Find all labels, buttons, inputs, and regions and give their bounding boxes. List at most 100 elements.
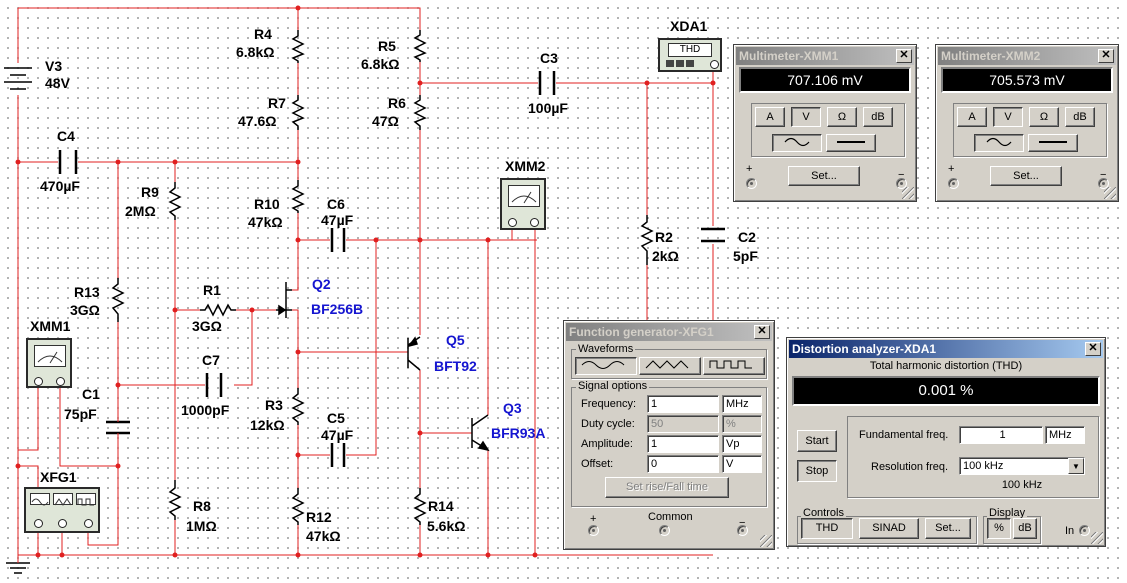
xfg1-minus-terminal[interactable] (84, 519, 93, 528)
fg-triangle-button[interactable] (639, 357, 701, 375)
fg-duty-cycle-input[interactable]: 50 (647, 415, 719, 433)
distortion-analyzer-icon[interactable]: THD (658, 38, 722, 72)
xmm1-ammeter-button[interactable]: A (755, 107, 785, 127)
xmm1-plus-terminal[interactable] (34, 377, 43, 386)
fg-offset-unit[interactable]: V (722, 455, 762, 473)
resize-grip-icon[interactable] (902, 187, 914, 199)
da-in-label: In (1065, 525, 1075, 537)
da-resolution-value: 100 kHz (963, 460, 1004, 472)
da-db-button[interactable]: dB (1013, 518, 1037, 539)
xfg1-common-terminal[interactable] (58, 519, 67, 528)
fg-amplitude-input[interactable]: 1 (647, 435, 719, 453)
xmm2-voltmeter-button[interactable]: V (993, 107, 1023, 127)
xmm1-db-button[interactable]: dB (863, 107, 893, 127)
fg-sine-button[interactable] (575, 357, 637, 375)
xfg1-plus-terminal[interactable] (34, 519, 43, 528)
multimeter-xmm1-window[interactable]: Multimeter-XMM1✕ 707.106 mV A V Ω dB + S… (733, 44, 917, 202)
label-c1-ref: C1 (82, 386, 100, 402)
fg-amplitude-unit[interactable]: Vp (722, 435, 762, 453)
da-set-button[interactable]: Set... (925, 518, 971, 539)
label-xda1: XDA1 (670, 18, 708, 34)
label-c3-ref: C3 (540, 50, 558, 66)
chevron-down-icon[interactable]: ▼ (1068, 458, 1084, 474)
fg-frequency-unit[interactable]: MHz (722, 395, 762, 413)
da-fundamental-unit[interactable]: MHz (1045, 426, 1085, 444)
xmm1-plus-terminal-radio[interactable] (746, 178, 757, 189)
label-xmm1: XMM1 (30, 318, 71, 334)
fg-duty-cycle-unit[interactable]: % (722, 415, 762, 433)
fg-frequency-label: Frequency: (581, 398, 637, 410)
da-stop-button[interactable]: Stop (797, 460, 837, 482)
triangle-wave-icon (645, 360, 689, 369)
sine-wave-icon (784, 137, 810, 147)
fg-rise-fall-button[interactable]: Set rise/Fall time (605, 477, 729, 498)
label-xfg1: XFG1 (40, 469, 77, 485)
xda1-screen: THD (668, 43, 712, 57)
xmm2-set-button[interactable]: Set... (990, 166, 1062, 186)
fg-minus-terminal-radio[interactable] (737, 525, 748, 536)
xmm1-minus-terminal[interactable] (56, 377, 65, 386)
xmm1-ac-button[interactable] (772, 134, 822, 152)
xmm2-plus-terminal-radio[interactable] (948, 178, 959, 189)
da-sinad-button[interactable]: SINAD (859, 518, 919, 539)
xmm1-dc-button[interactable] (826, 134, 876, 152)
fg-waveforms-label: Waveforms (576, 343, 636, 355)
fg-plus-terminal-radio[interactable] (588, 525, 599, 536)
resize-grip-icon[interactable] (1091, 532, 1103, 544)
function-generator-xfg1-icon[interactable] (24, 487, 100, 533)
xmm2-reading-display: 705.573 mV (941, 67, 1113, 93)
xmm1-minus-label: − (898, 169, 905, 181)
fg-square-button[interactable] (703, 357, 765, 375)
multimeter-xmm2-icon[interactable] (500, 178, 546, 230)
close-icon[interactable]: ✕ (754, 325, 770, 339)
resize-grip-icon[interactable] (1104, 187, 1116, 199)
xmm1-ohmmeter-button[interactable]: Ω (827, 107, 857, 127)
xmm2-title: Multimeter-XMM2 (941, 49, 1041, 63)
close-icon[interactable]: ✕ (1085, 342, 1101, 356)
xmm1-set-button[interactable]: Set... (788, 166, 860, 186)
battery-v3 (4, 67, 32, 90)
function-generator-window[interactable]: Function generator-XFG1✕ Waveforms Signa… (563, 320, 775, 550)
label-r6-ref: R6 (388, 95, 406, 111)
multimeter-xmm2-window[interactable]: Multimeter-XMM2✕ 705.573 mV A V Ω dB + S… (935, 44, 1119, 202)
transistor-q2 (276, 282, 292, 318)
distortion-analyzer-window[interactable]: Distortion analyzer-XDA1✕ Total harmonic… (786, 337, 1106, 547)
xmm2-minus-terminal[interactable] (530, 218, 539, 227)
xfg1-square-icon (76, 493, 96, 506)
sine-wave-icon (986, 137, 1012, 147)
da-resolution-select[interactable]: 100 kHz (959, 457, 1085, 475)
xmm2-dc-button[interactable] (1028, 134, 1078, 152)
xmm1-title-bar[interactable]: Multimeter-XMM1✕ (736, 47, 914, 65)
xmm2-minus-terminal-radio[interactable] (1098, 178, 1109, 189)
close-icon[interactable]: ✕ (1098, 49, 1114, 63)
da-in-terminal-radio[interactable] (1079, 525, 1090, 536)
close-icon[interactable]: ✕ (896, 49, 912, 63)
xmm2-ammeter-button[interactable]: A (957, 107, 987, 127)
resistor-r2 (640, 215, 654, 265)
resize-grip-icon[interactable] (760, 535, 772, 547)
xmm2-plus-terminal[interactable] (508, 218, 517, 227)
xmm1-voltmeter-button[interactable]: V (791, 107, 821, 127)
xmm2-title-bar[interactable]: Multimeter-XMM2 ✕ (938, 47, 1116, 65)
label-c2-value: 5pF (733, 248, 758, 264)
da-start-button[interactable]: Start (797, 430, 837, 452)
label-r5-value: 6.8kΩ (361, 56, 400, 72)
resistor-r9 (168, 182, 182, 220)
xmm2-ac-button[interactable] (974, 134, 1024, 152)
xda1-input-terminal[interactable] (710, 60, 719, 69)
da-title-bar[interactable]: Distortion analyzer-XDA1✕ (789, 340, 1103, 358)
fg-frequency-input[interactable]: 1 (647, 395, 719, 413)
xmm2-ohmmeter-button[interactable]: Ω (1029, 107, 1059, 127)
label-r10-ref: R10 (254, 196, 280, 212)
da-fundamental-input[interactable]: 1 (959, 426, 1043, 444)
fg-title-bar[interactable]: Function generator-XFG1✕ (566, 323, 772, 341)
da-thd-button[interactable]: THD (801, 518, 853, 539)
da-percent-button[interactable]: % (987, 518, 1011, 539)
fg-common-terminal-radio[interactable] (659, 525, 670, 536)
xmm2-db-button[interactable]: dB (1065, 107, 1095, 127)
fg-offset-input[interactable]: 0 (647, 455, 719, 473)
multimeter-xmm1-icon[interactable] (26, 338, 72, 388)
capacitor-c1 (106, 420, 130, 435)
xmm1-minus-terminal-radio[interactable] (896, 178, 907, 189)
